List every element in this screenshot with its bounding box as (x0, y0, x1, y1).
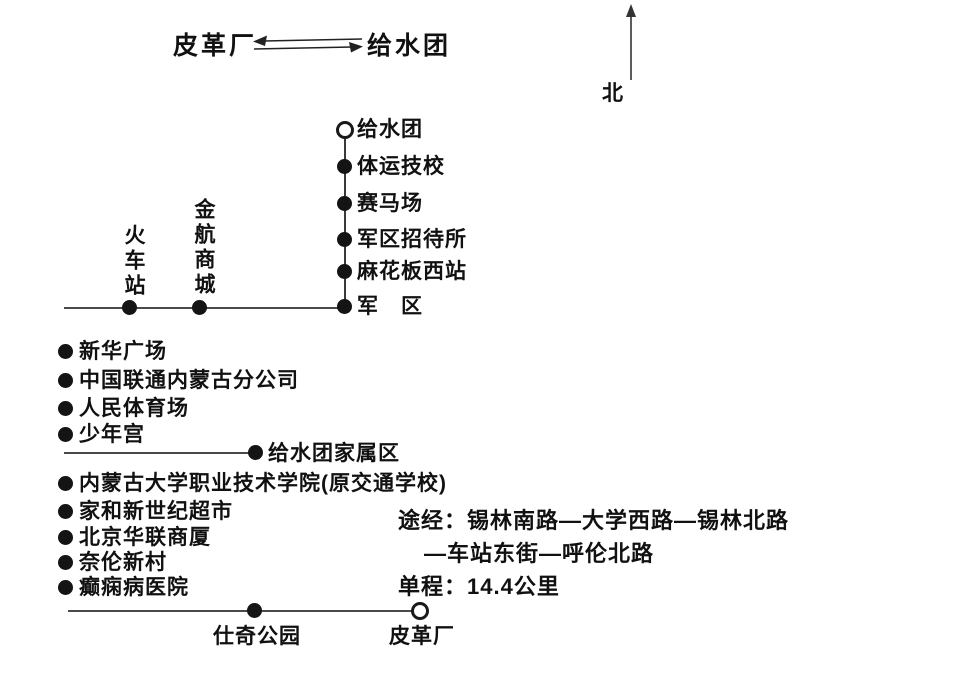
route-line-south-horizontal (68, 610, 422, 612)
stop-label: 北京华联商厦 (79, 526, 211, 549)
route-via-text1: 锡林南路—大学西路—锡林北路 (467, 508, 790, 533)
route-via-label: 途经： (398, 508, 468, 533)
stop-dot (337, 299, 352, 314)
stop-label: 赛马场 (357, 192, 423, 215)
stop-dot (58, 555, 73, 570)
stop-label: 家和新世纪超市 (79, 500, 233, 523)
bidirectional-arrow-icon (253, 35, 363, 53)
route-distance-label: 单程： (398, 574, 468, 599)
north-label: 北 (602, 82, 624, 105)
terminal-dot (411, 602, 429, 620)
stop-label: 癫痫病医院 (79, 576, 189, 599)
terminal-right-label: 给水团 (367, 32, 452, 60)
stop-dot (122, 300, 137, 315)
stop-dot (58, 427, 73, 442)
stop-label: 麻花板西站 (357, 260, 467, 283)
terminal-left-label: 皮革厂 (173, 32, 258, 60)
stop-label: 少年宫 (79, 423, 145, 446)
stop-label: 军区招待所 (357, 228, 467, 251)
stop-label: 中国联通内蒙古分公司 (79, 369, 299, 392)
stop-dot (58, 401, 73, 416)
stop-label: 给水团 (357, 118, 423, 141)
stop-label: 奈伦新村 (79, 551, 167, 574)
stop-dot (58, 530, 73, 545)
stop-dot (58, 476, 73, 491)
stop-label: 人民体育场 (79, 397, 189, 420)
stop-dot (58, 373, 73, 388)
route-line-north-vertical (344, 130, 346, 309)
stop-dot (58, 504, 73, 519)
stop-label-vertical: 火车站 (122, 224, 145, 299)
stop-label: 体运技校 (357, 155, 445, 178)
stop-label: 内蒙古大学职业技术学院(原交通学校) (79, 472, 447, 495)
stop-label: 皮革厂 (389, 625, 455, 648)
route-distance: 单程：14.4公里 (398, 569, 560, 601)
north-arrow-icon (626, 4, 636, 80)
stop-dot (248, 445, 263, 460)
terminal-dot (336, 121, 354, 139)
stop-dot (192, 300, 207, 315)
stop-label-vertical: 金航商城 (192, 198, 215, 298)
route-via-line2: —车站东街—呼伦北路 (424, 541, 655, 566)
stop-label: 给水团家属区 (268, 442, 400, 465)
stop-dot (58, 580, 73, 595)
route-distance-value: 14.4公里 (467, 574, 560, 599)
stop-label: 新华广场 (79, 340, 167, 363)
stop-dot (247, 603, 262, 618)
route-line-family-branch (64, 452, 256, 454)
stop-dot (337, 232, 352, 247)
route-via-line1: 途经：锡林南路—大学西路—锡林北路 (398, 503, 789, 535)
stop-dot (337, 159, 352, 174)
stop-dot (337, 264, 352, 279)
stop-dot (337, 196, 352, 211)
stop-label: 军 区 (357, 295, 423, 318)
stop-dot (58, 344, 73, 359)
stop-label: 仕奇公园 (213, 625, 301, 648)
